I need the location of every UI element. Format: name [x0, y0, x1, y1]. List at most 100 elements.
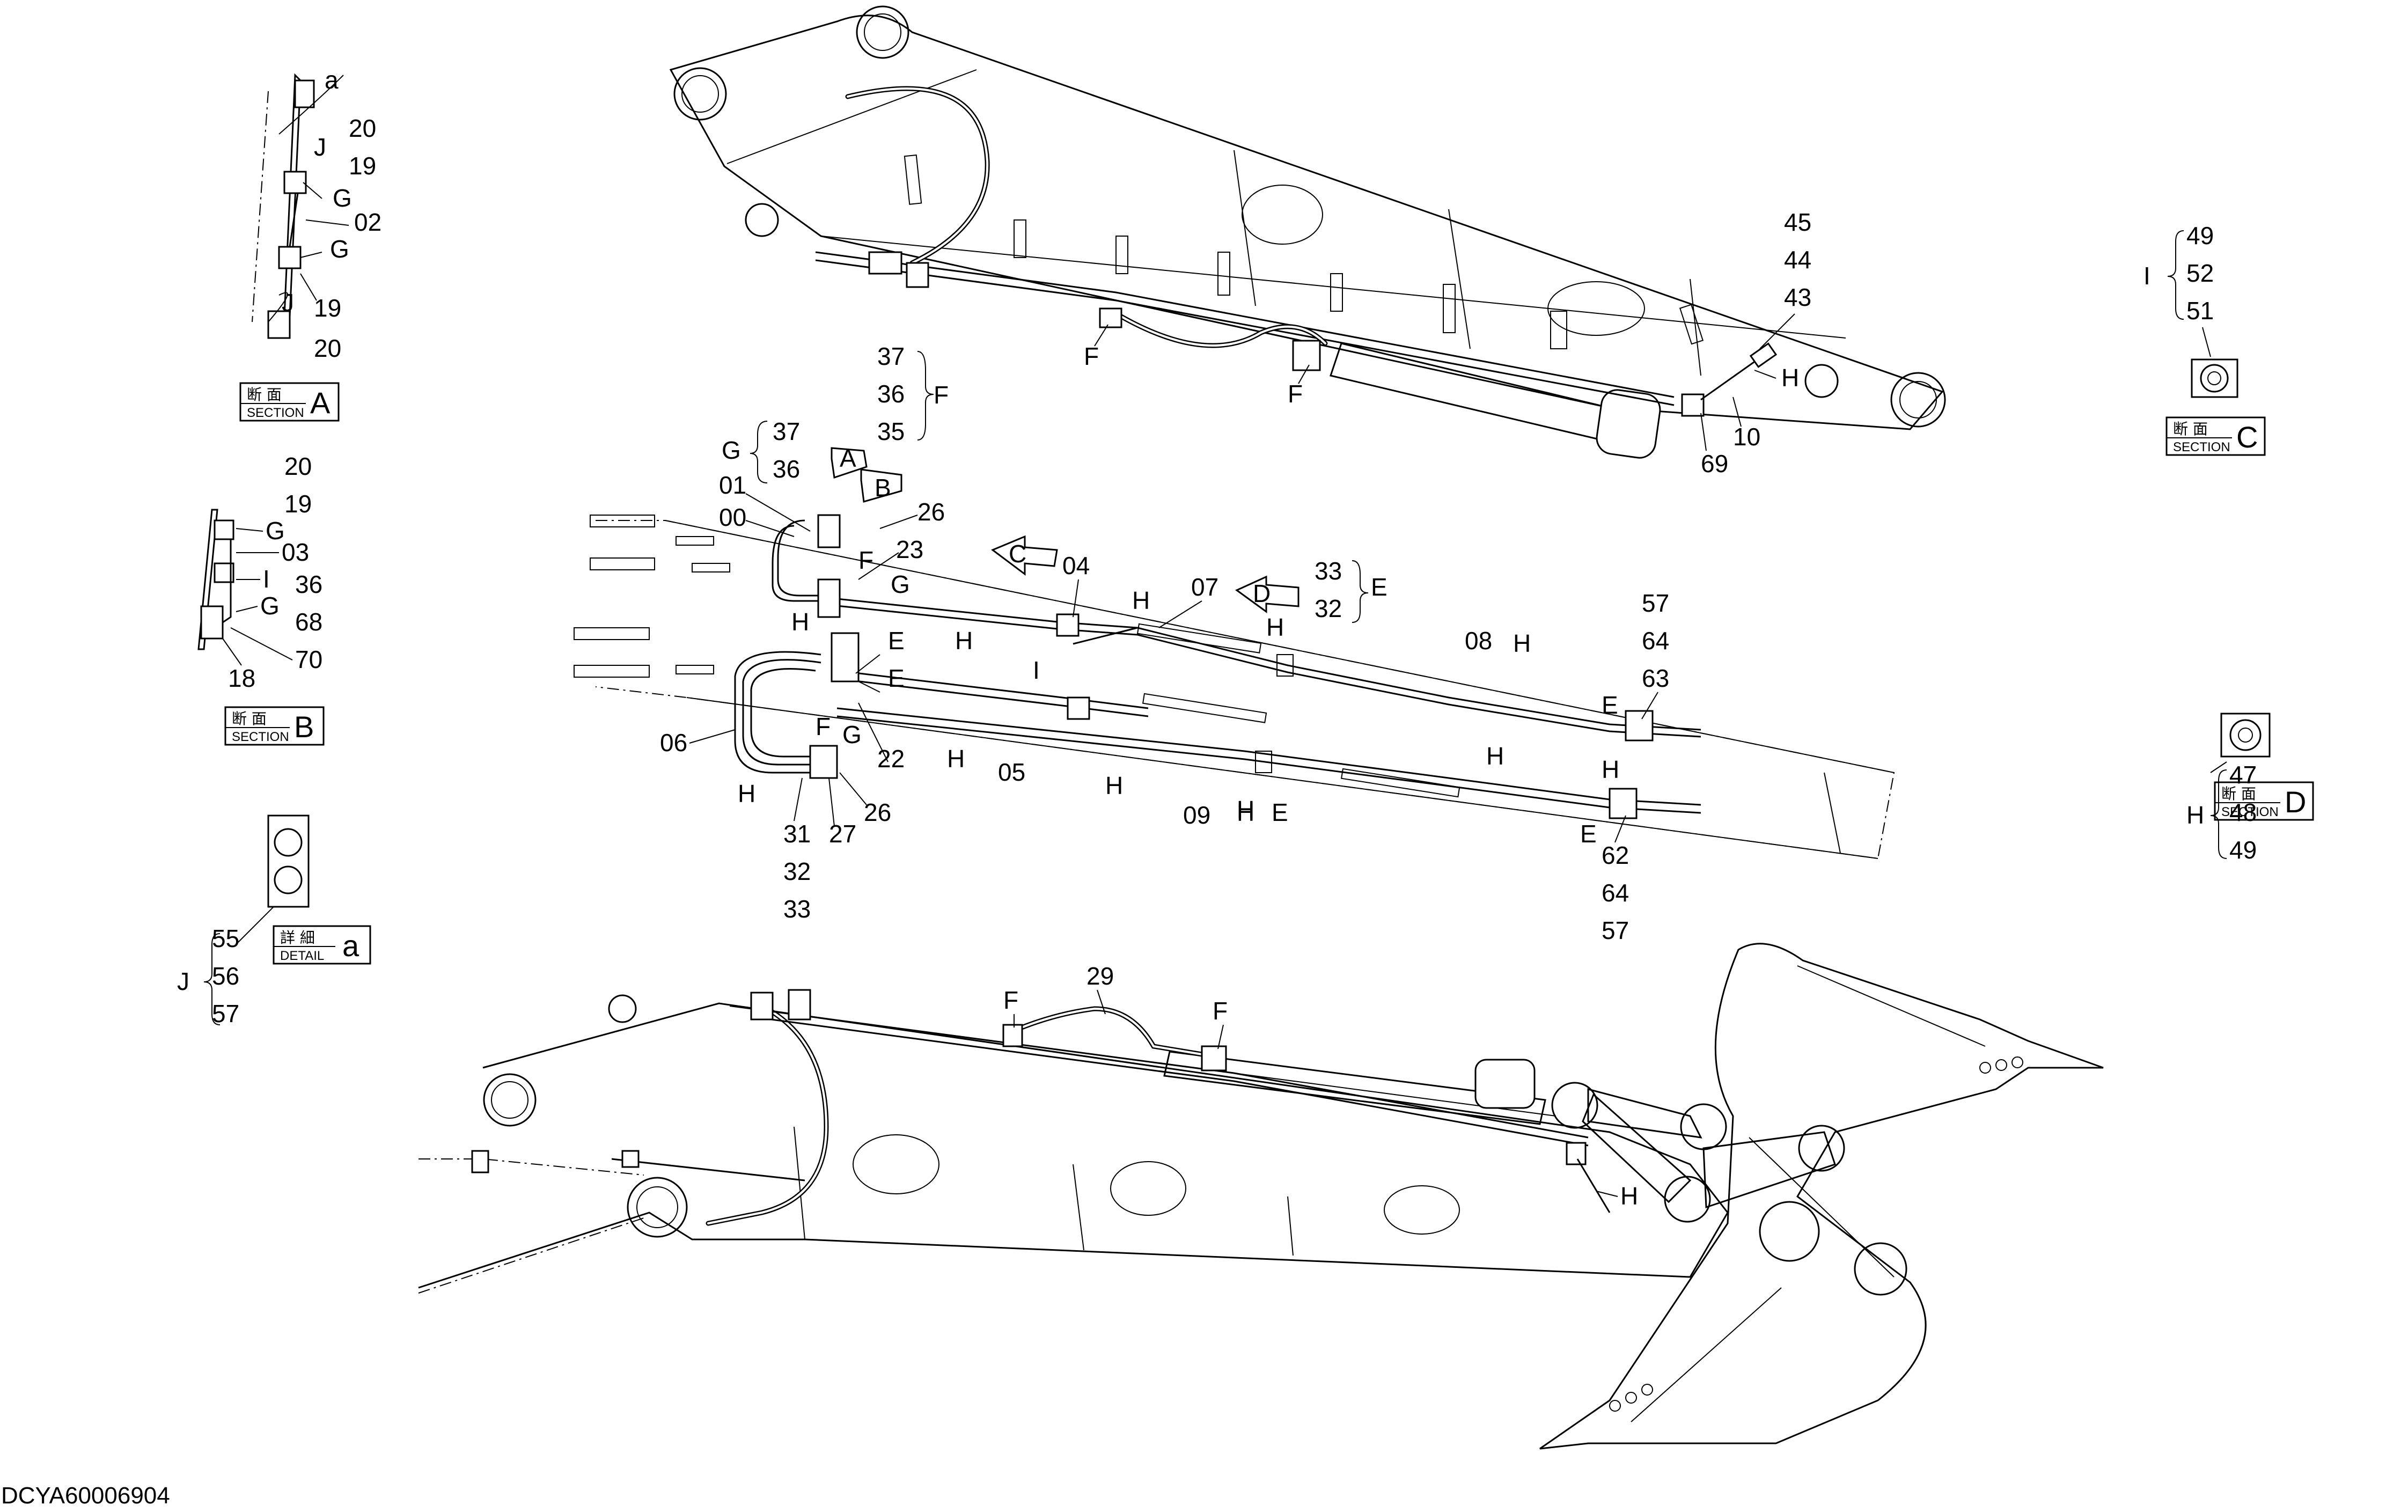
- label-62: 62: [1602, 841, 1629, 869]
- label-07: 07: [1191, 573, 1218, 601]
- arrow-d: D: [1253, 579, 1271, 607]
- arm-bucket-labels: 29 F F H: [1003, 962, 1638, 1210]
- section-c-label-51: 51: [2186, 297, 2214, 325]
- section-b-label-36: 36: [295, 570, 322, 598]
- label-h: H: [1513, 629, 1531, 657]
- section-b-label-03: 03: [282, 538, 309, 566]
- section-a-en: SECTION: [247, 406, 304, 420]
- label-h: H: [1237, 798, 1254, 826]
- label-57: 57: [1642, 589, 1669, 617]
- section-d-group: H: [2186, 801, 2204, 829]
- section-d-label-49: 49: [2229, 836, 2257, 864]
- section-a-letter: A: [310, 386, 331, 420]
- label-h: H: [791, 608, 809, 636]
- section-a-label-20: 20: [349, 114, 376, 142]
- arm-bucket-drawing: [418, 943, 2104, 1450]
- label-26: 26: [864, 798, 891, 826]
- section-a-label-g: G: [330, 235, 349, 263]
- label-f: F: [858, 546, 873, 574]
- label-08: 08: [1465, 627, 1492, 655]
- arm-drawing: [574, 514, 1895, 860]
- detail-a-letter: a: [342, 929, 359, 963]
- section-a-label-20: 20: [314, 334, 341, 362]
- label-06: 06: [660, 729, 687, 757]
- label-10: 10: [1733, 423, 1760, 451]
- label-h: H: [1486, 742, 1504, 770]
- section-a-view: a 20 19 J G 02 G J 19 20 断 面 SECTION A: [239, 66, 381, 422]
- label-f: F: [1288, 380, 1303, 408]
- section-b-label-i: I: [263, 565, 270, 593]
- label-f: F: [1213, 997, 1228, 1025]
- section-a-label-g: G: [333, 184, 352, 212]
- detail-a-group: J: [177, 967, 189, 995]
- section-b-en: SECTION: [232, 730, 289, 744]
- label-00: 00: [719, 503, 746, 531]
- label-32: 32: [1315, 594, 1342, 622]
- section-d-jp: 断 面: [2221, 785, 2256, 803]
- label-32: 32: [783, 857, 811, 885]
- label-37: 37: [773, 417, 800, 445]
- section-c-jp: 断 面: [2173, 420, 2208, 438]
- label-f: F: [934, 381, 949, 409]
- section-a-label-j: J: [314, 133, 326, 161]
- label-h: H: [1620, 1182, 1638, 1210]
- label-04: 04: [1062, 552, 1090, 579]
- section-c-label-52: 52: [2186, 259, 2214, 287]
- label-09: 09: [1183, 801, 1210, 829]
- section-d-en: SECTION: [2221, 805, 2279, 819]
- section-a-jp: 断 面: [247, 386, 282, 403]
- arm-labels: 37 36 35 F G 37 36 33 32 E 01 00 26 23 G…: [660, 342, 1669, 944]
- label-i: I: [1033, 656, 1040, 684]
- label-26: 26: [917, 498, 945, 526]
- label-57: 57: [1602, 916, 1629, 944]
- label-27: 27: [829, 820, 856, 848]
- label-h: H: [947, 745, 965, 773]
- label-33: 33: [783, 895, 811, 923]
- label-e: E: [1602, 691, 1618, 719]
- label-h: H: [1602, 755, 1619, 783]
- label-36: 36: [877, 380, 905, 408]
- section-a-label-j: J: [282, 289, 294, 317]
- label-69: 69: [1701, 450, 1728, 478]
- section-b-letter: B: [294, 710, 314, 744]
- section-b-label-20: 20: [284, 452, 312, 480]
- label-e: E: [1272, 798, 1288, 826]
- detail-a-label-56: 56: [212, 962, 239, 990]
- label-h: H: [1132, 586, 1150, 614]
- section-c-view: I 49 52 51 断 面 SECTION C: [2143, 222, 2266, 456]
- section-d-letter: D: [2285, 785, 2306, 819]
- label-31: 31: [783, 820, 811, 848]
- label-h: H: [1266, 613, 1284, 641]
- label-g: G: [722, 436, 741, 464]
- label-f: F: [1003, 986, 1018, 1014]
- label-h: H: [738, 780, 755, 808]
- label-g: G: [842, 721, 862, 748]
- label-43: 43: [1784, 283, 1811, 311]
- section-a-label-02: 02: [354, 208, 381, 236]
- label-f: F: [1084, 342, 1099, 370]
- detail-a-view: J 55 56 57 詳 細 DETAIL a: [177, 814, 371, 1027]
- section-c-letter: C: [2236, 420, 2258, 454]
- section-b-label-g: G: [260, 592, 280, 620]
- label-g: G: [891, 570, 910, 598]
- label-36: 36: [773, 455, 800, 483]
- label-h: H: [1237, 796, 1254, 824]
- label-29: 29: [1086, 962, 1114, 990]
- label-35: 35: [877, 417, 905, 445]
- section-c-group: I: [2143, 262, 2150, 290]
- section-d-label-47: 47: [2229, 761, 2257, 789]
- boom-drawing: [669, 5, 1946, 459]
- detail-a-label-55: 55: [212, 924, 239, 952]
- direction-arrows: A B C D: [831, 444, 1300, 613]
- section-b-label-18: 18: [228, 664, 255, 692]
- label-05: 05: [998, 758, 1025, 786]
- section-a-label-19: 19: [349, 152, 376, 180]
- label-e: E: [1580, 820, 1597, 848]
- label-64: 64: [1602, 879, 1629, 907]
- arrow-b: B: [875, 474, 891, 502]
- section-c-en: SECTION: [2173, 440, 2230, 454]
- section-c-label-49: 49: [2186, 222, 2214, 249]
- section-b-label-g: G: [266, 517, 285, 545]
- label-h: H: [955, 627, 973, 655]
